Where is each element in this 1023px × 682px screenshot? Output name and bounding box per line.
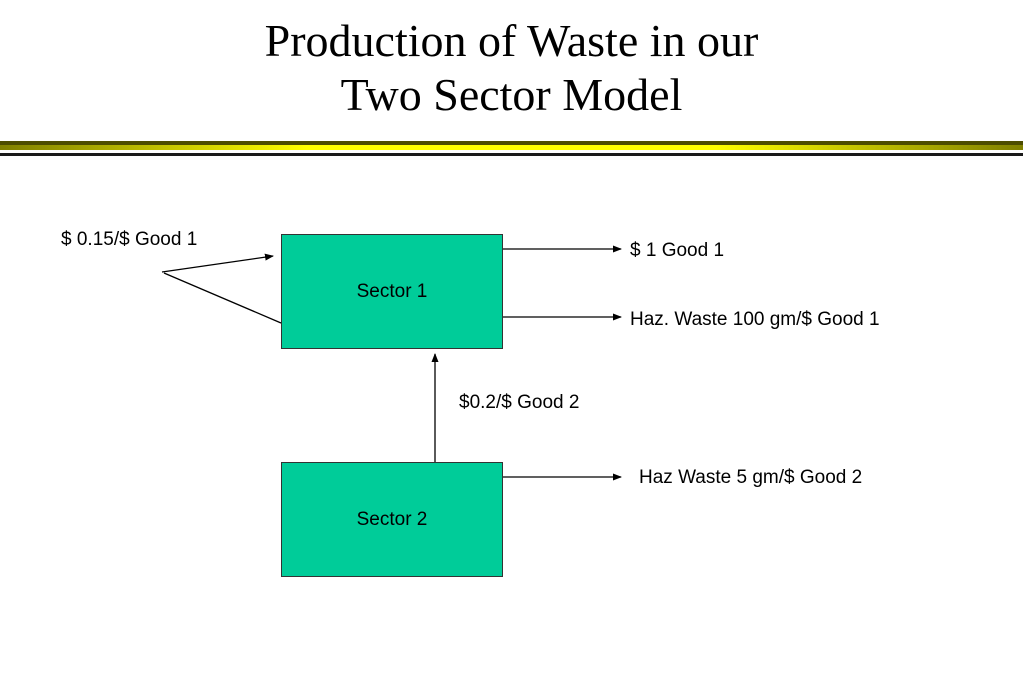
slide-title: Production of Waste in our Two Sector Mo… <box>0 14 1023 122</box>
title-rule-top <box>0 141 1023 145</box>
sector-2-box: Sector 2 <box>281 462 503 577</box>
title-line-1: Production of Waste in our <box>264 15 759 66</box>
title-rule-accent <box>0 145 1023 150</box>
sector2-input-label: $0.2/$ Good 2 <box>459 392 580 413</box>
sector-2-label: Sector 2 <box>356 508 428 530</box>
title-line-2: Two Sector Model <box>340 69 683 120</box>
sector-1-box: Sector 1 <box>281 234 503 349</box>
sector-1-label: Sector 1 <box>356 280 428 302</box>
self-loop-out-line <box>163 272 282 324</box>
waste1-label: Haz. Waste 100 gm/$ Good 1 <box>630 309 880 330</box>
title-rule-bottom <box>0 153 1023 156</box>
self-input-label: $ 0.15/$ Good 1 <box>61 229 198 250</box>
waste2-label: Haz Waste 5 gm/$ Good 2 <box>639 467 863 488</box>
good1-output-label: $ 1 Good 1 <box>630 240 725 261</box>
self-loop-in-arrow <box>161 253 274 273</box>
